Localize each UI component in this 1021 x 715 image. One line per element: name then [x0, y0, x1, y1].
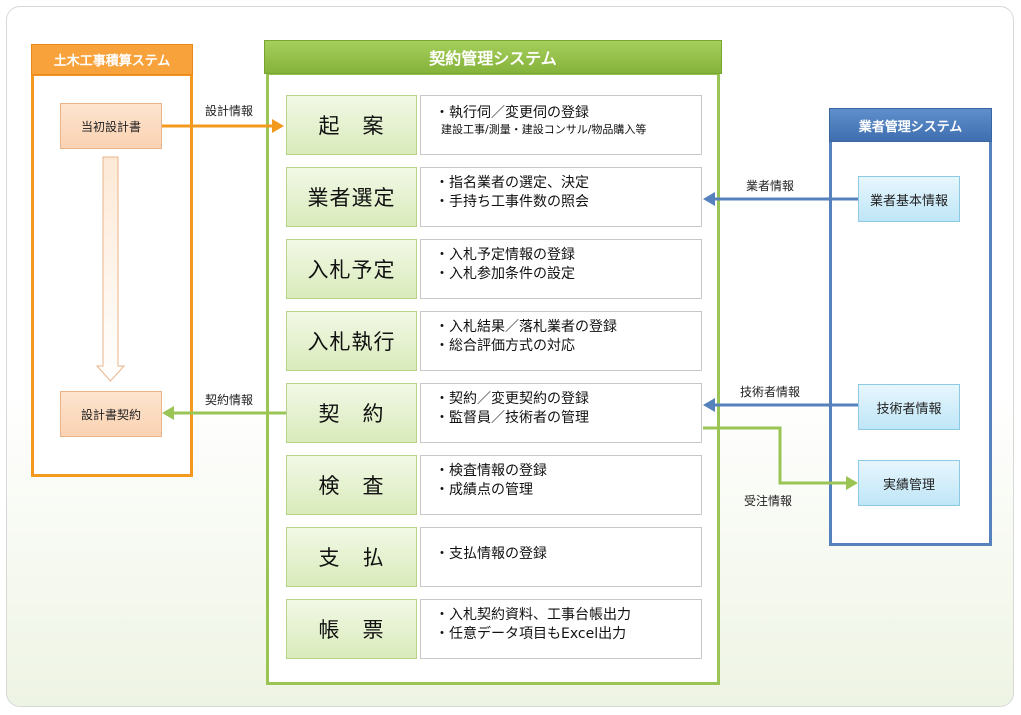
stage-label-reports: 帳 票: [286, 599, 417, 659]
stage-desc-line: ・任意データ項目もExcel出力: [435, 626, 627, 642]
center-system-container: [266, 72, 720, 685]
stage-desc-line: ・総合評価方式の対応: [435, 338, 575, 354]
engineer-info-box: 技術者情報: [858, 384, 960, 430]
stage-label-bid-execution: 入札執行: [286, 311, 417, 371]
stage-label-vendor-selection: 業者選定: [286, 167, 417, 227]
stage-desc-subline: 建設工事/測量・建設コンサル/物品購入等: [441, 123, 647, 136]
stage-label-inspection: 検 査: [286, 455, 417, 515]
stage-desc-line: ・入札契約資料、工事台帳出力: [435, 607, 631, 623]
stage-desc-reports: ・入札契約資料、工事台帳出力 ・任意データ項目もExcel出力: [420, 599, 702, 659]
flow-label-engineer-info: 技術者情報: [740, 385, 801, 399]
performance-management-box: 実績管理: [858, 460, 960, 506]
right-system-title: 業者管理システム: [829, 108, 992, 142]
stage-label-payment: 支 払: [286, 527, 417, 587]
stage-desc-payment: ・支払情報の登録: [420, 527, 702, 587]
initial-design-doc-box: 当初設計書: [60, 103, 162, 149]
design-contract-box: 設計書契約: [60, 391, 162, 437]
flow-label-contract-info: 契約情報: [205, 393, 254, 407]
stage-label-bid-schedule: 入札予定: [286, 239, 417, 299]
stage-label-draft: 起 案: [286, 95, 417, 155]
stage-desc-line: ・成績点の管理: [435, 482, 533, 498]
stage-desc-line: ・手持ち工事件数の照会: [435, 194, 589, 210]
vendor-basic-info-box: 業者基本情報: [858, 176, 960, 222]
stage-desc-contract: ・契約／変更契約の登録 ・監督員／技術者の管理: [420, 383, 702, 443]
center-system-title: 契約管理システム: [264, 40, 722, 74]
stage-desc-bid-execution: ・入札結果／落札業者の登録 ・総合評価方式の対応: [420, 311, 702, 371]
flow-label-order-info: 受注情報: [744, 494, 793, 508]
stage-desc-line: ・支払情報の登録: [435, 546, 547, 562]
left-system-title: 土木工事積算ステム: [31, 44, 193, 75]
stage-desc-draft: ・執行伺／変更伺の登録 建設工事/測量・建設コンサル/物品購入等: [420, 95, 702, 155]
stage-desc-bid-schedule: ・入札予定情報の登録 ・入札参加条件の設定: [420, 239, 702, 299]
stage-desc-line: ・契約／変更契約の登録: [435, 391, 589, 407]
stage-desc-line: ・監督員／技術者の管理: [435, 410, 589, 426]
stage-desc-line: ・入札予定情報の登録: [435, 247, 575, 263]
stage-desc-vendor-selection: ・指名業者の選定、決定 ・手持ち工事件数の照会: [420, 167, 702, 227]
stage-label-contract: 契 約: [286, 383, 417, 443]
stage-desc-line: ・入札参加条件の設定: [435, 266, 575, 282]
stage-desc-inspection: ・検査情報の登録 ・成績点の管理: [420, 455, 702, 515]
stage-desc-line: ・入札結果／落札業者の登録: [435, 319, 617, 335]
stage-desc-line: ・検査情報の登録: [435, 463, 547, 479]
flow-label-vendor-info: 業者情報: [746, 179, 795, 193]
stage-desc-line: ・指名業者の選定、決定: [435, 175, 589, 191]
stage-desc-line: ・執行伺／変更伺の登録: [435, 105, 589, 121]
flow-label-design-info: 設計情報: [205, 104, 254, 118]
